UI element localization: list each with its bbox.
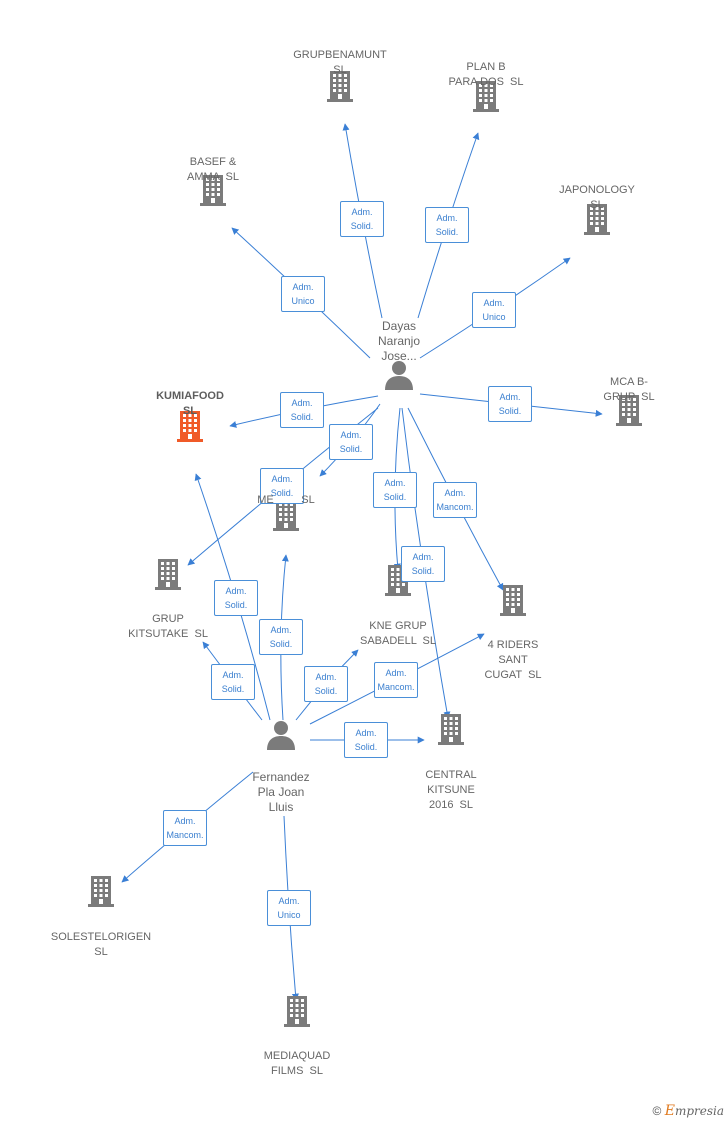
brand-initial: E [664,1103,675,1119]
kne-label[interactable]: KNE GRUP SABADELL SL [359,620,437,647]
mediaquad-building-icon[interactable] [284,996,310,1027]
dayas-person-icon[interactable] [385,361,413,390]
kitsutake-building-icon[interactable] [155,559,181,590]
edge-label-dayas-basef[interactable]: Adm. Unico [281,276,325,312]
edge-label-dayas-riders[interactable]: Adm. Mancom. [433,482,477,518]
basef-label[interactable]: BASEF & AMMA SL [187,156,239,183]
edge-label-dayas-mcab[interactable]: Adm. Solid. [488,386,532,422]
fernandez-person-icon[interactable] [267,721,295,750]
me-label[interactable]: ME SL [257,494,315,506]
fernandez-label[interactable]: Fernandez Pla Joan Lluis [252,770,310,814]
copyright-symbol: © [652,1104,662,1118]
edge-label-dayas-central[interactable]: Adm. Solid. [401,546,445,582]
edge-label-fernandez-solestelorigen[interactable]: Adm. Mancom. [163,810,207,846]
grupbenamunt-label[interactable]: GRUPBENAMUNT SL [293,49,387,76]
solestelorigen-label[interactable]: SOLESTELORIGEN SL [50,931,152,958]
brand-rest: mpresia [674,1104,724,1118]
empresia-brand[interactable]: © Empresia [653,1103,724,1119]
riders-building-icon[interactable] [500,585,526,616]
solestelorigen-building-icon[interactable] [88,876,114,907]
kitsutake-label[interactable]: GRUP KITSUTAKE SL [128,613,208,640]
central-label[interactable]: CENTRAL KITSUNE 2016 SL [425,769,477,811]
edge-label-fernandez-me[interactable]: Adm. Solid. [259,619,303,655]
riders-label[interactable]: 4 RIDERS SANT CUGAT SL [484,639,542,681]
edge-label-fernandez-central[interactable]: Adm. Solid. [344,722,388,758]
mediaquad-label[interactable]: MEDIAQUAD FILMS SL [263,1050,331,1077]
kumiafood-label[interactable]: KUMIAFOOD SL [156,390,224,417]
planb-label[interactable]: PLAN B PARA DOS SL [448,61,524,88]
edge-label-dayas-kumiafood[interactable]: Adm. Solid. [280,392,324,428]
edge-label-dayas-kitsutake[interactable]: Adm. Solid. [260,468,304,504]
edge-label-fernandez-kumiafood[interactable]: Adm. Solid. [214,580,258,616]
edge-label-dayas-kne[interactable]: Adm. Solid. [373,472,417,508]
edge-label-dayas-grupbenamunt[interactable]: Adm. Solid. [340,201,384,237]
edge-label-fernandez-kne[interactable]: Adm. Solid. [304,666,348,702]
edge-label-fernandez-mediaquad[interactable]: Adm. Unico [267,890,311,926]
edge-label-fernandez-riders[interactable]: Adm. Mancom. [374,662,418,698]
central-building-icon[interactable] [438,714,464,745]
dayas-label[interactable]: Dayas Naranjo Jose... [377,319,421,363]
japonology-label[interactable]: JAPONOLOGY SL [559,184,635,211]
edge-label-fernandez-kitsutake[interactable]: Adm. Solid. [211,664,255,700]
mcab-label[interactable]: MCA B- GRUP SL [603,376,655,403]
edges-layer [121,123,603,1001]
edge-label-dayas-planb[interactable]: Adm. Solid. [425,207,469,243]
edge-label-dayas-me[interactable]: Adm. Solid. [329,424,373,460]
edge-label-dayas-japonology[interactable]: Adm. Unico [472,292,516,328]
